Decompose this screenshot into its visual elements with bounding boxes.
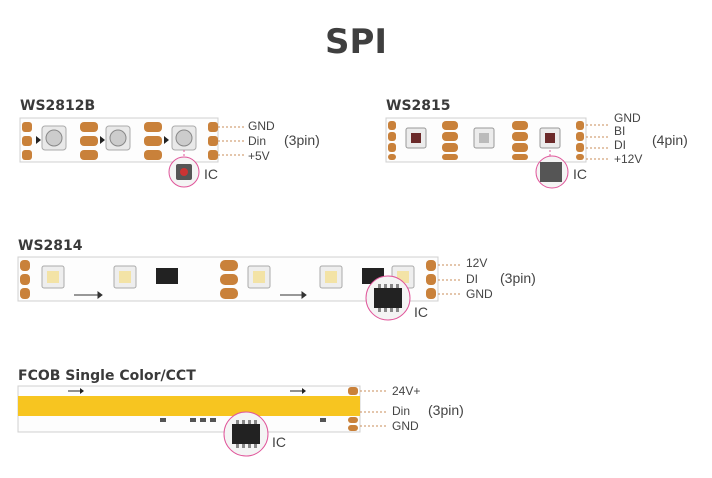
led-chip [405,127,561,149]
ic-callout [168,156,200,188]
ic-callout [365,275,411,321]
pin-count: (4pin) [652,132,688,148]
ic-callout [223,411,269,457]
wire-label: Din [248,134,267,148]
wire-label: +12V [614,152,643,166]
wire-label: GND [614,111,641,125]
ic-label: IC [573,166,587,182]
strip-name-fcob: FCOB Single Color/CCT [18,368,196,384]
wire-label: DI [614,138,626,152]
wire-label: +5V [248,149,270,163]
ws2812b-strip [19,117,245,188]
wire-label: 24V+ [392,384,421,398]
led-chip [41,265,415,289]
wire-label: GND [466,287,493,301]
strip-name-ws2812b: WS2812B [20,98,96,114]
pin-count: (3pin) [500,270,536,286]
ic-label: IC [204,166,218,182]
ic-label: IC [272,434,286,450]
page-title: SPI [324,22,388,62]
wire-label: Din [392,404,411,418]
ws2815-strip [385,117,610,189]
strip-name-ws2814: WS2814 [18,238,83,254]
ic-label: IC [414,304,428,320]
wire-label: BI [614,124,626,138]
wire-label: GND [248,119,275,133]
ws2814-strip [17,256,462,321]
ic-callout [535,155,569,189]
pin-count: (3pin) [284,132,320,148]
wire-label: DI [466,272,478,286]
fcob-strip [17,385,388,457]
led-chip [41,125,197,151]
wire-label: GND [392,419,419,433]
strip-name-ws2815: WS2815 [386,98,451,114]
wire-label: 12V [466,256,488,270]
pin-count: (3pin) [428,402,464,418]
